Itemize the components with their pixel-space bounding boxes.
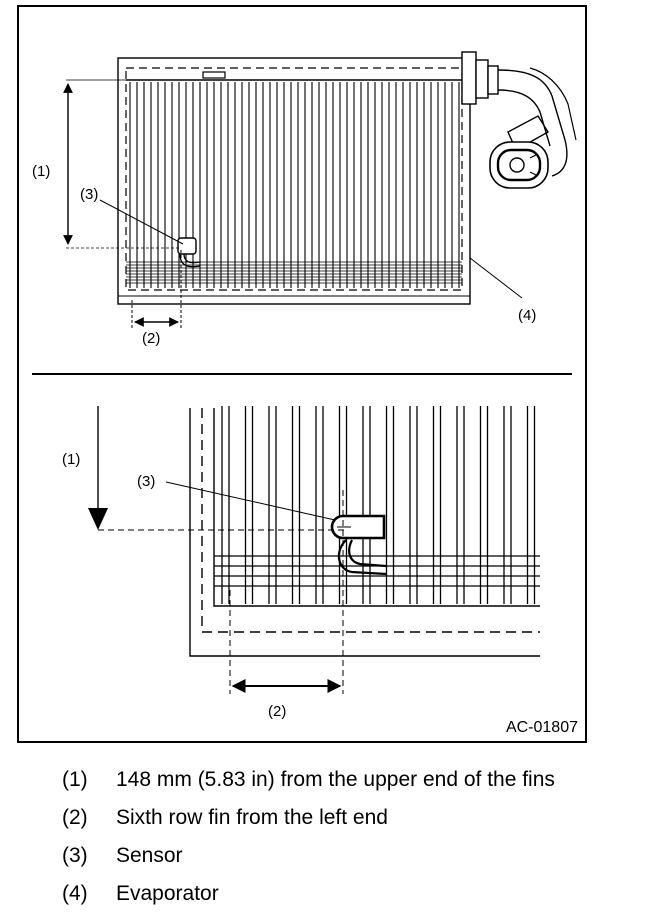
callout-2-top: (2) (142, 330, 160, 347)
evaporator-diagram: (1) (3) (2) (4) (1) (3) (2) AC-0 (17, 5, 587, 743)
legend-key: (1) (62, 768, 88, 791)
evaporator-body (117, 57, 471, 305)
callout-1-detail: (1) (62, 451, 80, 468)
refrigerant-pipe (461, 51, 577, 189)
detail-fin-bands (214, 555, 540, 587)
legend-key: (3) (62, 844, 88, 867)
legend-item: (1) 148 mm (5.83 in) from the upper end … (62, 768, 662, 806)
callout-2-detail: (2) (268, 703, 286, 720)
fin-bottom-band (126, 261, 462, 284)
callout-4: (4) (518, 307, 536, 324)
evaporator-overview: (1) (3) (2) (4) (32, 51, 577, 347)
detail-dashed-outline (201, 408, 540, 633)
detail-body-outline (189, 408, 540, 657)
sensor-detail-view: (1) (3) (2) (62, 406, 540, 720)
legend-text: Evaporator (116, 882, 219, 905)
sensor-small (177, 237, 201, 268)
legend-text: 148 mm (5.83 in) from the upper end of t… (116, 768, 555, 791)
legend-item: (3) Sensor (62, 844, 662, 882)
legend-key: (4) (62, 882, 88, 905)
legend-key: (2) (62, 806, 88, 829)
legend-text: Sensor (116, 844, 183, 867)
legend: (1) 148 mm (5.83 in) from the upper end … (62, 768, 662, 920)
figure-code: AC-01807 (506, 719, 578, 736)
legend-text: Sixth row fin from the left end (116, 806, 388, 829)
legend-item: (4) Evaporator (62, 882, 662, 920)
dimension-arrowhead-1 (88, 508, 108, 530)
legend-item: (2) Sixth row fin from the left end (62, 806, 662, 844)
figure-frame (17, 5, 587, 743)
callout-3-top: (3) (80, 186, 98, 203)
evaporator-inner-dashed (125, 67, 463, 291)
evaporator-fins (129, 82, 460, 288)
evaporator-tab (202, 71, 226, 79)
callout-3-detail: (3) (137, 473, 155, 490)
sensor-detail (330, 514, 387, 576)
callout-1-top: (1) (32, 163, 50, 180)
